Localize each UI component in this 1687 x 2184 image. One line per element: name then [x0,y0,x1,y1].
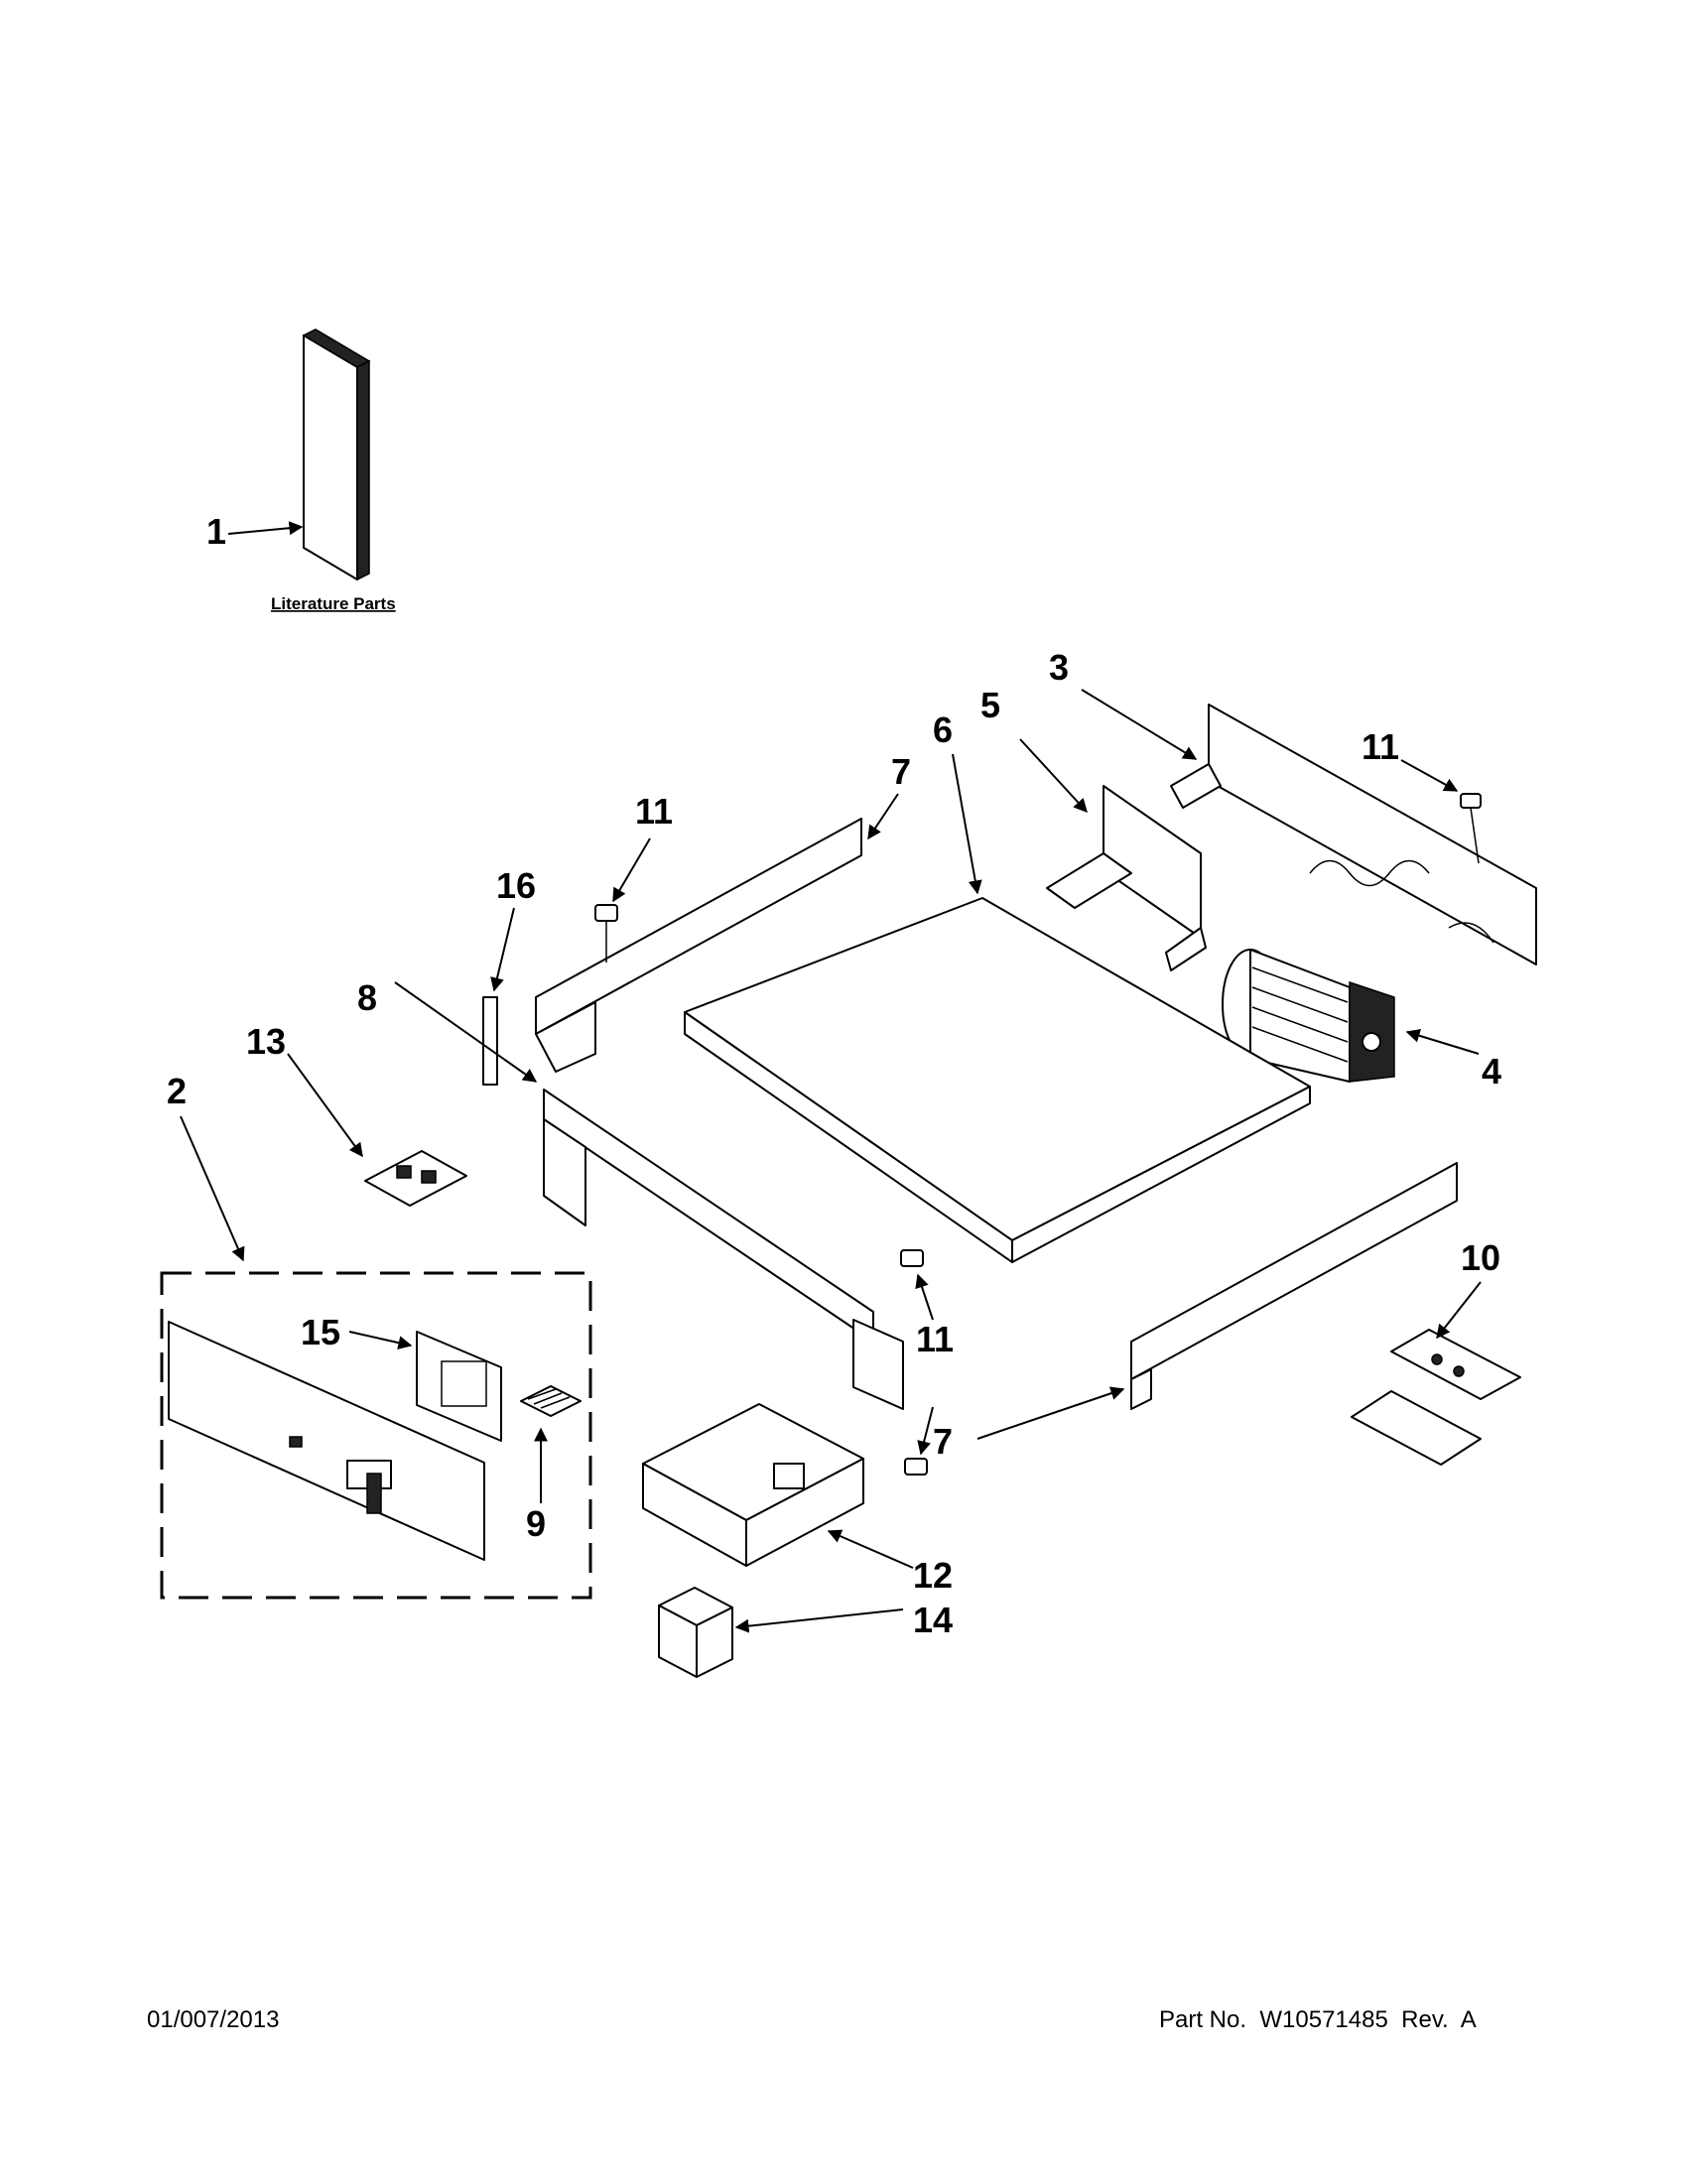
screw-11-left [594,904,618,963]
leader-16 [490,907,515,992]
footer-part-number: Part No. W10571485 Rev. A [1159,2006,1477,2033]
leader-11b-2 [917,1406,934,1456]
callout-9: 9 [526,1503,546,1544]
control-panel [168,1321,485,1561]
callout-16: 16 [496,865,536,906]
leader-6 [952,753,982,895]
power-board [364,1150,467,1207]
leader-8 [394,981,538,1083]
literature-parts-label: Literature Parts [271,594,396,613]
callout-2: 2 [167,1071,187,1111]
leader-7a [867,793,899,840]
callout-7-bottom: 7 [933,1421,953,1462]
lower-bracket [1351,1329,1521,1466]
blower-fan [1222,949,1395,1083]
callout-13: 13 [246,1021,286,1062]
leader-5 [1019,738,1088,814]
front-rail [543,1089,904,1410]
callout-6: 6 [933,709,953,750]
side-rail-left [535,818,862,1073]
leader-13 [287,1053,363,1158]
callout-7-top: 7 [891,751,911,792]
rear-bracket [1170,704,1537,965]
leader-10 [1436,1281,1482,1340]
leader-12 [827,1529,914,1569]
control-board [642,1403,864,1567]
leader-11a [612,837,651,903]
callout-11-right: 11 [1362,726,1399,767]
leader-4 [1405,1028,1480,1055]
callout-8: 8 [357,977,377,1018]
callout-11-middle: 11 [916,1319,954,1359]
keypad-grill [520,1385,582,1417]
leader-3 [1081,689,1198,760]
screw-11-right [1460,793,1482,864]
mounting-bracket [1046,785,1207,971]
top-panel [684,897,1311,1263]
callout-14: 14 [913,1600,953,1640]
leader-11b [915,1273,934,1321]
callout-4: 4 [1482,1051,1501,1092]
callout-15: 15 [301,1312,340,1352]
leader-1 [227,521,304,536]
ui-board [416,1331,502,1442]
footer-date: 01/007/2013 [147,2006,280,2033]
control-panel-group-box [160,1271,592,1600]
small-bracket [482,996,498,1086]
relay [658,1587,733,1678]
screw-11-middle [900,1249,928,1476]
callout-11-left: 11 [635,791,673,832]
callout-3: 3 [1049,647,1069,688]
leader-2 [180,1115,245,1262]
callout-10: 10 [1461,1237,1500,1278]
callout-1: 1 [206,511,226,552]
leader-14 [734,1608,904,1633]
side-rail-right [1130,1162,1458,1410]
leader-7b [976,1386,1125,1440]
literature-booklet [302,328,371,581]
callout-12: 12 [913,1555,953,1596]
leader-15 [348,1331,413,1350]
leader-11c [1400,759,1459,792]
callout-5: 5 [980,685,1000,725]
